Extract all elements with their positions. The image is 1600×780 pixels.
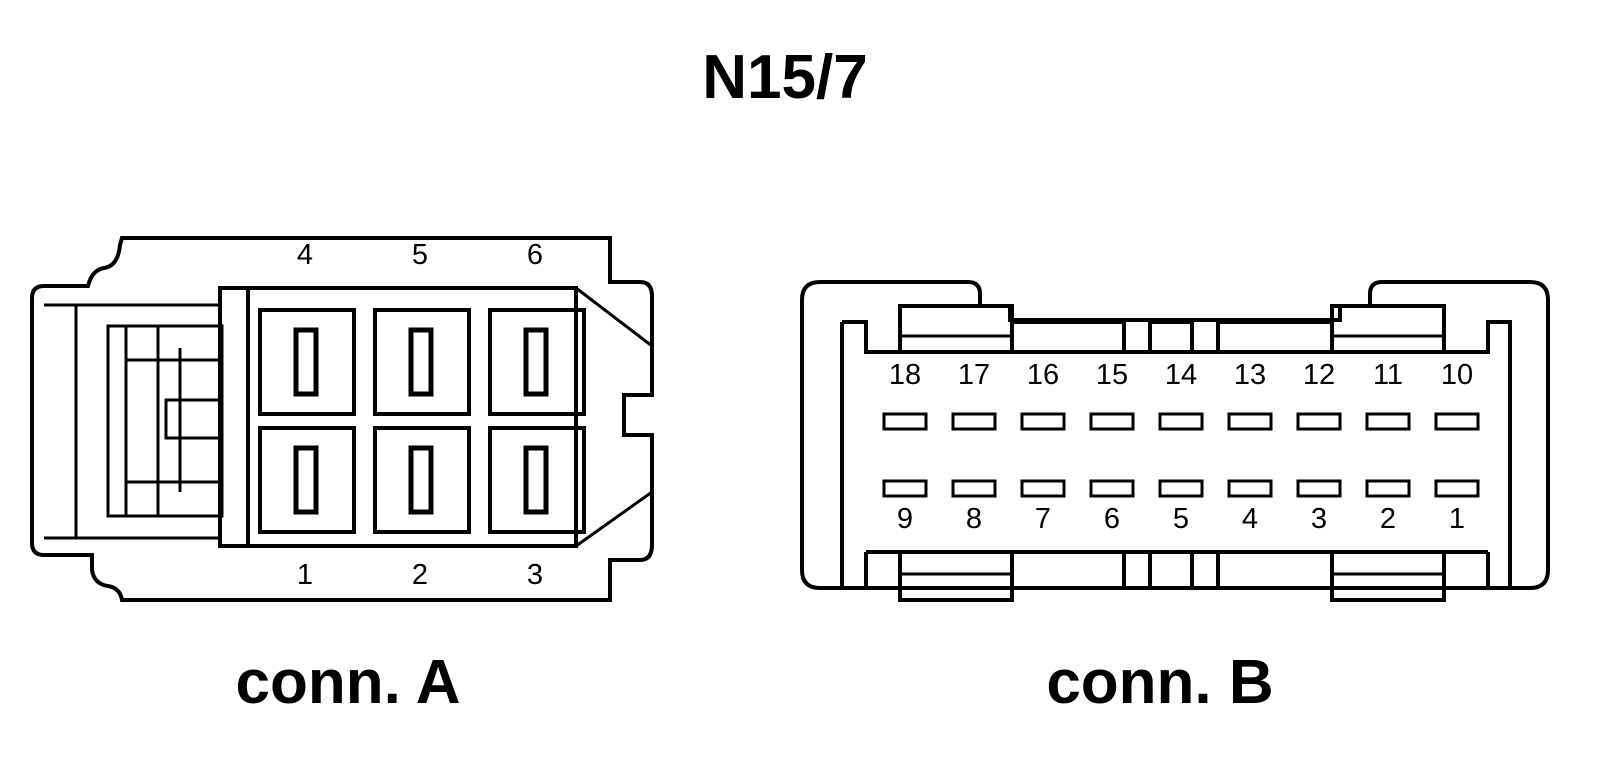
connector-b-pin-17 <box>951 412 997 431</box>
connector-b-pin-number: 1 <box>1449 503 1465 535</box>
connector-b-label: conn. B <box>1046 648 1273 717</box>
connector-b-pin-number: 7 <box>1035 503 1051 535</box>
connector-b-pin-18 <box>882 412 928 431</box>
connector-b-pin-3 <box>1296 479 1342 498</box>
connector-b-pin-7 <box>1020 479 1066 498</box>
connector-b-pin-number: 18 <box>889 359 921 391</box>
connector-a-pin-2 <box>373 426 471 534</box>
connector-b-pin-6 <box>1089 479 1135 498</box>
connector-a-pin-3 <box>488 426 586 534</box>
connector-b-housing <box>800 280 1550 590</box>
connector-a-pin-5 <box>373 308 471 416</box>
connector-b-pin-number: 4 <box>1242 503 1258 535</box>
connector-b-pin-11 <box>1365 412 1411 431</box>
connector-b-pin-number: 6 <box>1104 503 1120 535</box>
connector-b-pin-number: 10 <box>1441 359 1473 391</box>
connector-b-pin-13 <box>1227 412 1273 431</box>
connector-b-pin-12 <box>1296 412 1342 431</box>
connector-a-pin-number: 4 <box>297 239 313 271</box>
connector-b-pin-1 <box>1434 479 1480 498</box>
connector-a-pin-6 <box>488 308 586 416</box>
connector-a-pin-number: 6 <box>527 239 543 271</box>
connector-a: 4 5 6 1 2 3 conn. A <box>30 236 654 717</box>
connector-b-pin-4 <box>1227 479 1273 498</box>
connector-b-pin-14 <box>1158 412 1204 431</box>
connector-a-pin-number: 3 <box>527 559 543 591</box>
connector-b-pin-number: 8 <box>966 503 982 535</box>
connector-a-housing <box>30 236 654 602</box>
connector-a-pin-4 <box>258 308 356 416</box>
connector-b-pin-15 <box>1089 412 1135 431</box>
connector-b-pin-number: 2 <box>1380 503 1396 535</box>
connector-b-pin-number: 11 <box>1373 359 1403 391</box>
connector-b-pin-8 <box>951 479 997 498</box>
connector-b-pin-number: 5 <box>1173 503 1189 535</box>
connector-b-pin-number: 15 <box>1096 359 1128 391</box>
connector-b-pin-2 <box>1365 479 1411 498</box>
connector-b-pin-16 <box>1020 412 1066 431</box>
connector-b-pin-5 <box>1158 479 1204 498</box>
connector-b-pin-number: 3 <box>1311 503 1327 535</box>
connector-b-pin-number: 12 <box>1303 359 1335 391</box>
connector-b-pin-10 <box>1434 412 1480 431</box>
connector-b-pin-number: 16 <box>1027 359 1059 391</box>
connector-a-label: conn. A <box>235 648 460 717</box>
diagram-title: N15/7 <box>702 43 867 112</box>
connector-b-pin-number: 17 <box>958 359 990 391</box>
connector-b-pin-number: 9 <box>897 503 913 535</box>
connector-b-pin-number: 13 <box>1234 359 1266 391</box>
connector-a-pin-number: 2 <box>412 559 428 591</box>
connector-a-pin-number: 5 <box>412 239 428 271</box>
connector-b-pin-number: 14 <box>1165 359 1197 391</box>
connector-a-pin-number: 1 <box>297 559 313 591</box>
connector-a-pin-1 <box>258 426 356 534</box>
connector-b: 18 17 16 15 14 13 12 11 10 9 8 7 6 5 4 3 2 1 conn. B <box>800 280 1550 717</box>
connector-b-pin-9 <box>882 479 928 498</box>
